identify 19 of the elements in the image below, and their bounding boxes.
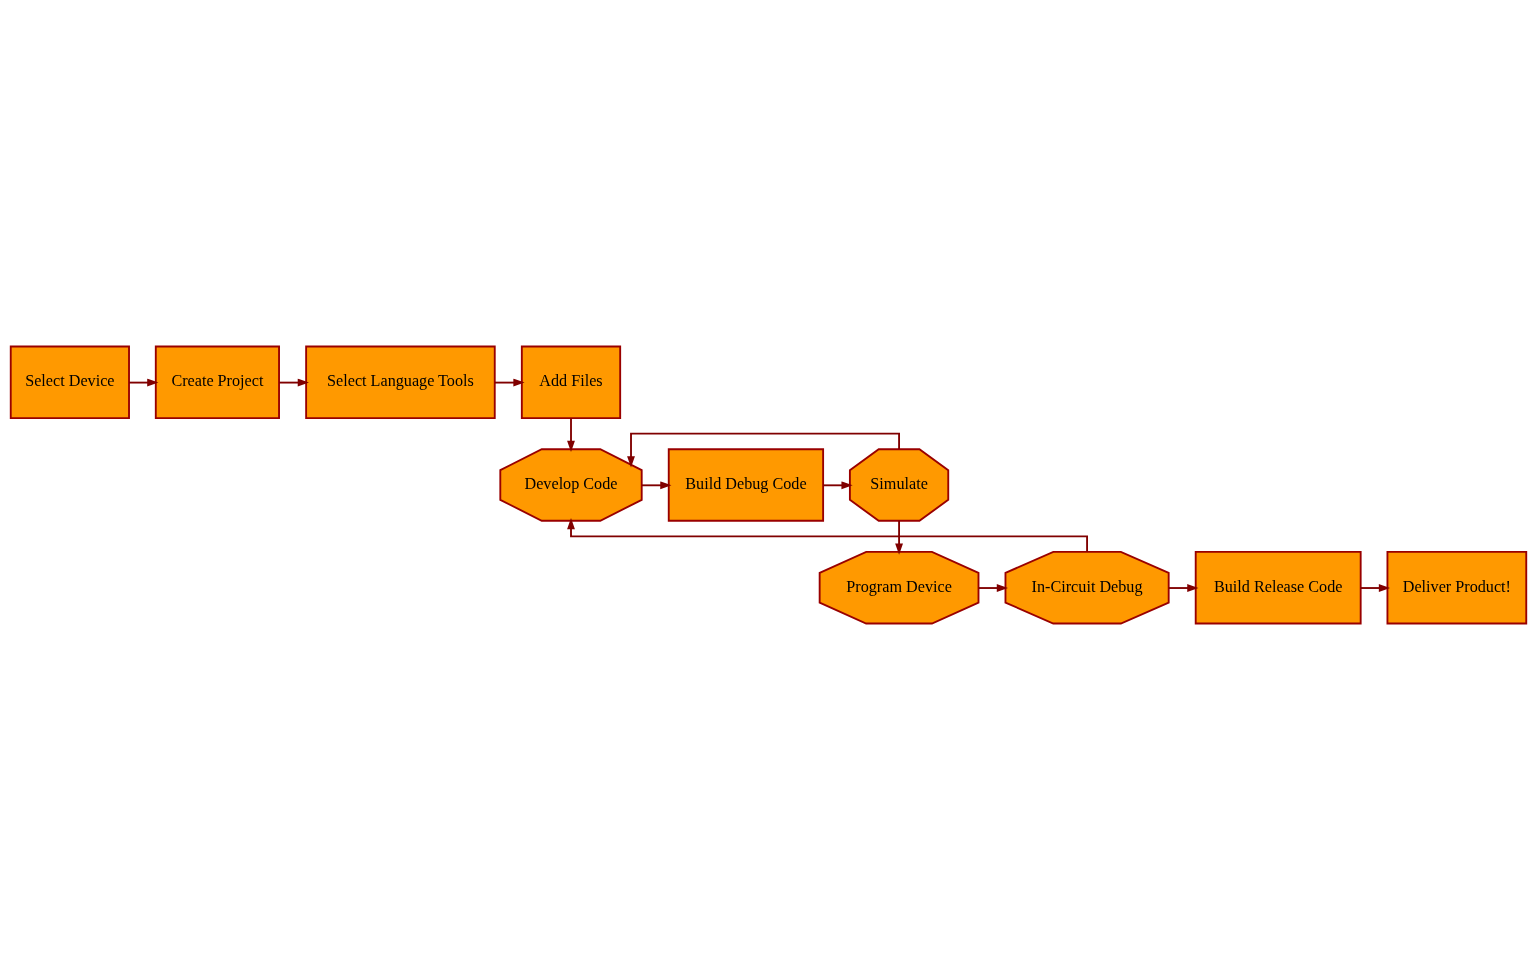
node-box: Build Release Code (1194, 550, 1362, 624)
arrow (977, 583, 1008, 592)
arrow (895, 519, 903, 555)
node-box: Build Debug Code (667, 447, 825, 522)
node-box: Select Language Tools (305, 345, 496, 419)
node-box: Select Device (9, 345, 130, 419)
arrow (1167, 583, 1199, 592)
arrow (567, 416, 575, 452)
arrow (128, 378, 159, 387)
arrow (278, 378, 309, 387)
node-box: Add Files (520, 345, 622, 419)
node-box: Create Project (154, 345, 280, 419)
arrow (494, 378, 525, 387)
node-box: Deliver Product! (1386, 550, 1528, 624)
arrow (1359, 583, 1391, 592)
arrow (627, 432, 900, 468)
arrow (567, 517, 1088, 553)
arrow (822, 480, 853, 489)
arrow (640, 480, 672, 489)
